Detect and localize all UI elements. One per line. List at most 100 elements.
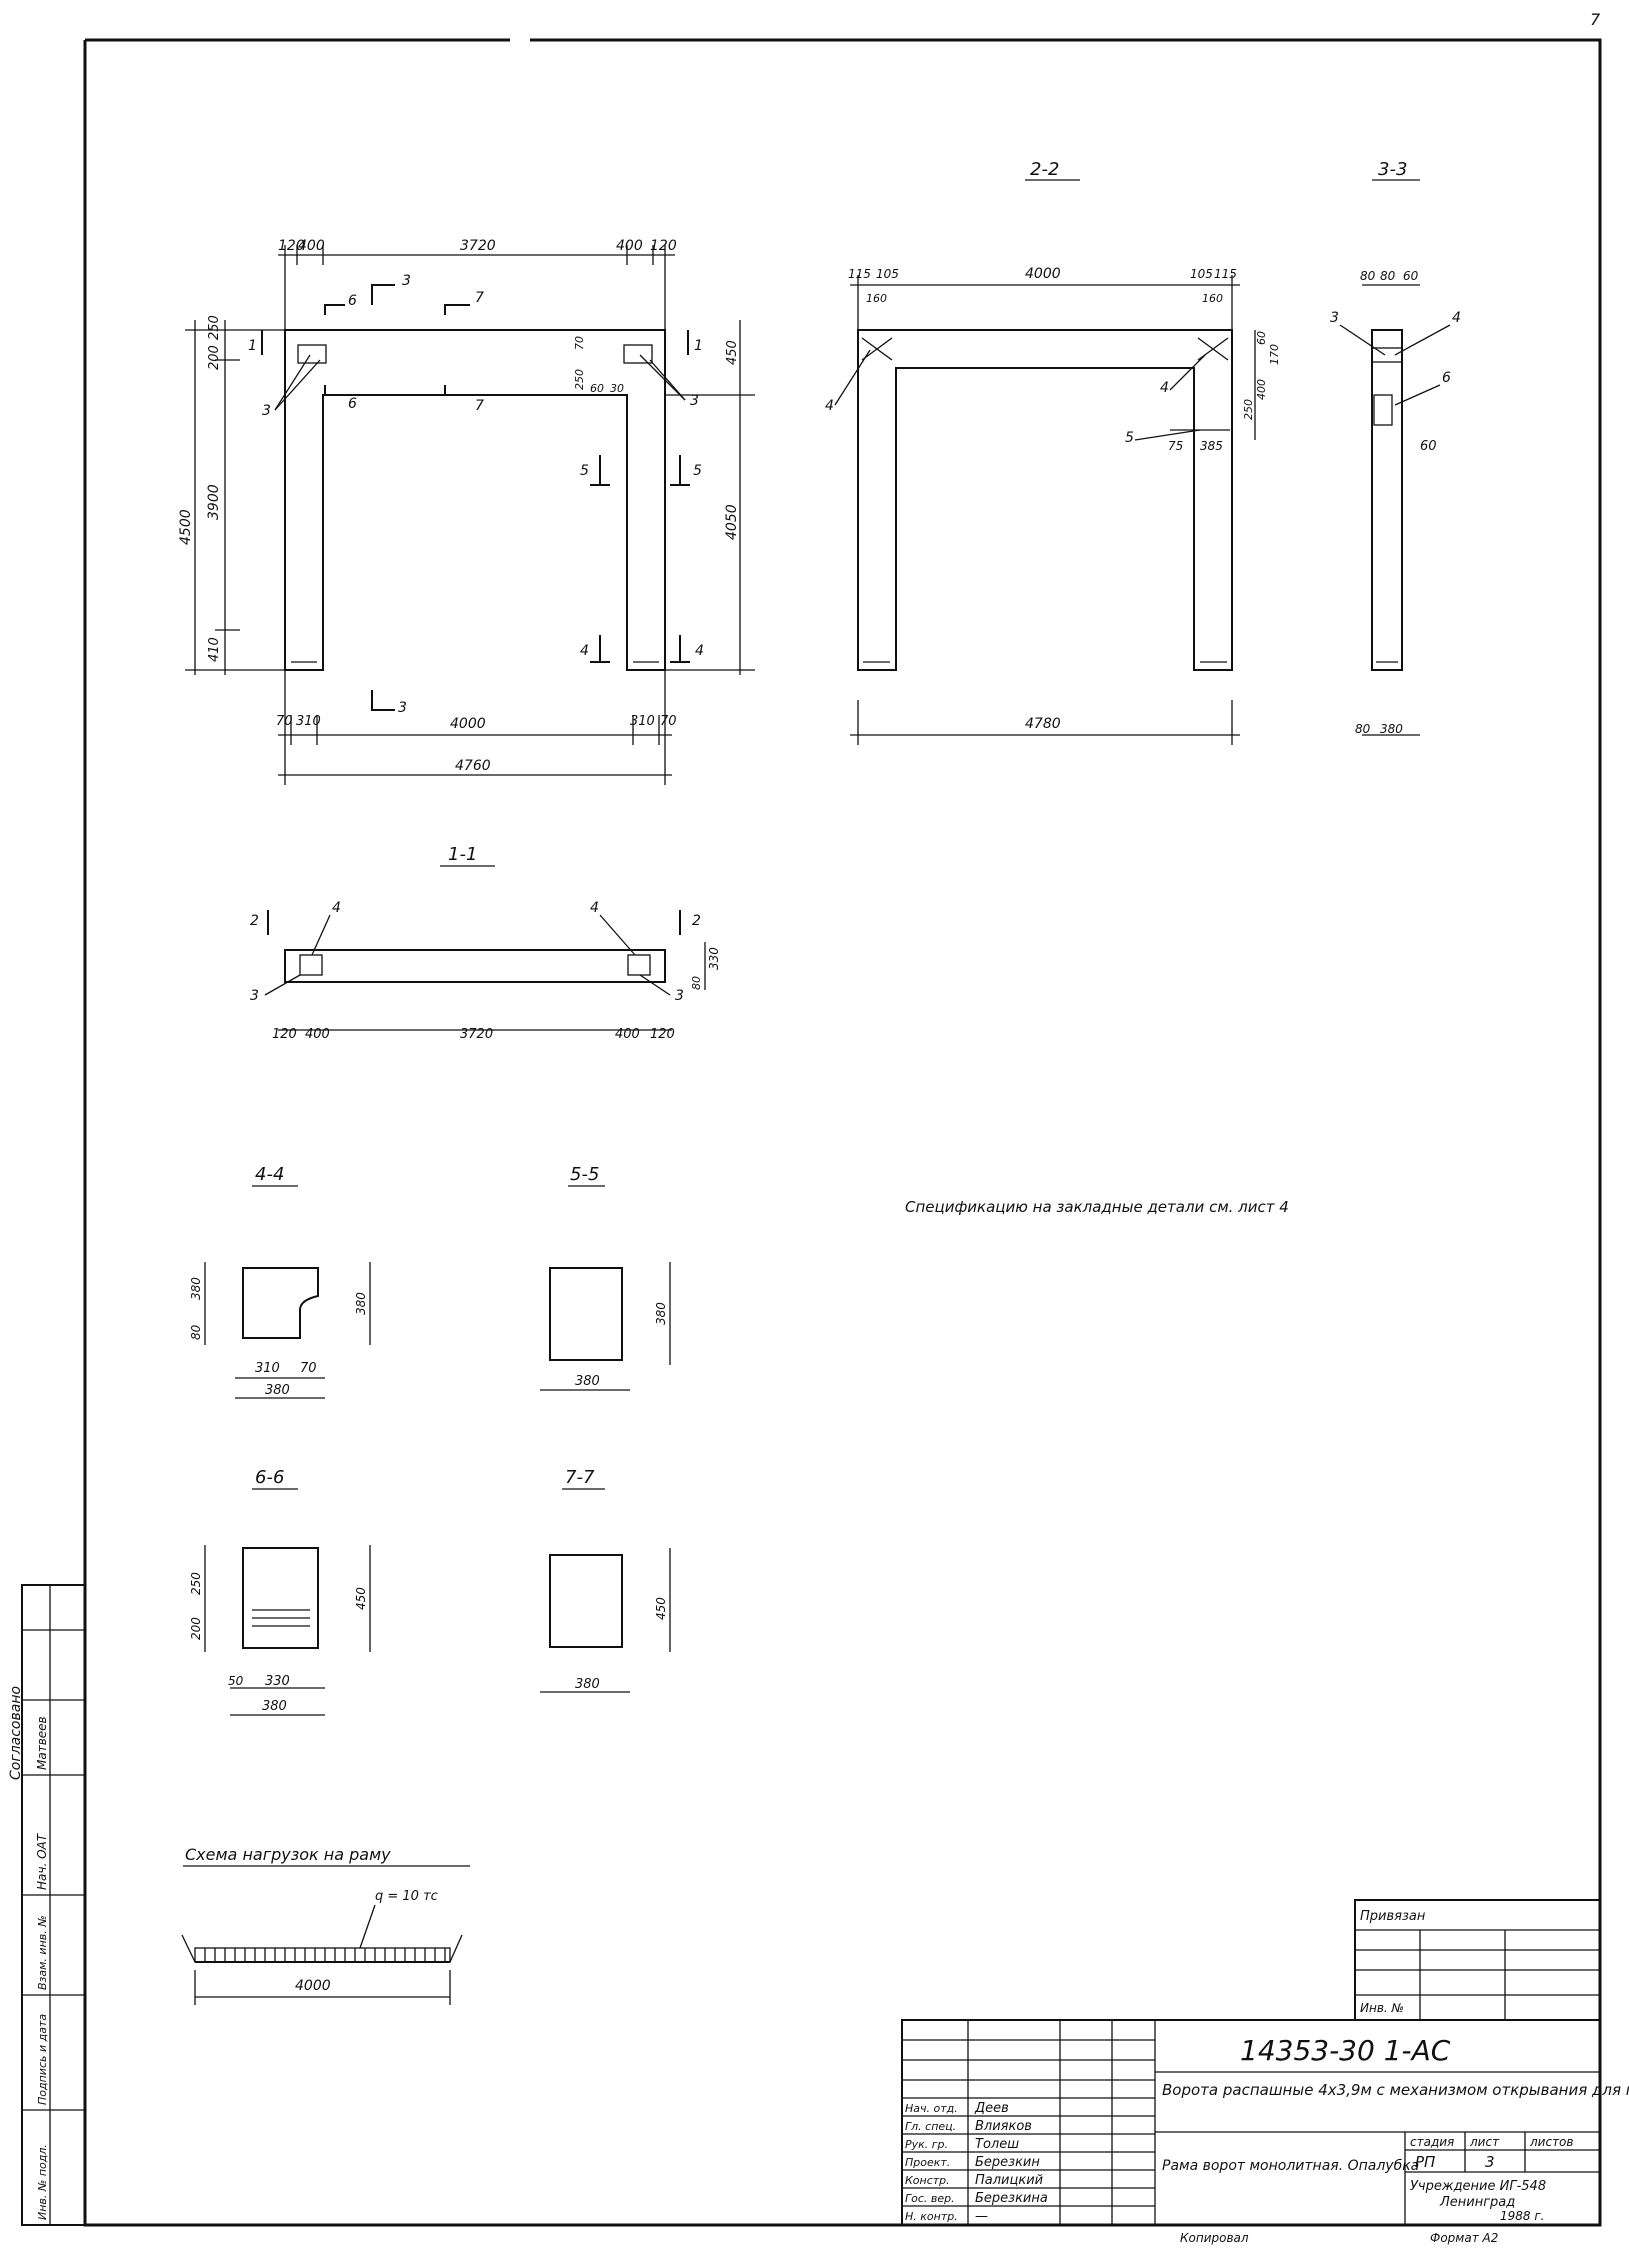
svg-text:6: 6 — [348, 396, 357, 412]
svg-text:2: 2 — [250, 913, 259, 929]
small-dim-250: 250 — [573, 369, 586, 390]
load-scheme-title: Схема нагрузок на раму — [185, 1845, 391, 1864]
s44-total-380: 380 — [265, 1383, 290, 1398]
s22-callout-4-left: 4 — [825, 349, 871, 414]
title-block: 14353-30 1-АС Ворота распашные 4х3,9м с … — [901, 2019, 1629, 2226]
stamp-agreed: Согласовано — [8, 1686, 24, 1780]
s55-right-380: 380 — [654, 1302, 668, 1325]
role-6: Н. контр. — [905, 2210, 958, 2223]
svg-text:7: 7 — [475, 398, 484, 414]
section-1-1-outline — [284, 949, 666, 983]
privyazan-title: Привязан — [1360, 1909, 1426, 1924]
section-4-4: 4-4 380 80 380 310 70 380 — [189, 1164, 371, 1399]
section-mark-3-top: 3 — [371, 273, 411, 305]
svg-text:4: 4 — [825, 398, 834, 414]
name-0: Деев — [974, 2101, 1009, 2116]
bottom-dim-310-left: 310 — [296, 714, 321, 729]
s22-callout-5: 5 — [1125, 429, 1201, 446]
sheets-label: листов — [1529, 2135, 1573, 2149]
section-6-6-title: 6-6 — [255, 1467, 284, 1488]
small-dim-70: 70 — [573, 336, 586, 350]
stamp-sign-date: Подпись и дата — [36, 2014, 49, 2105]
left-dim-200: 200 — [207, 345, 222, 370]
callout-3-right: 3 — [639, 354, 699, 409]
stamp-name: Матвеев — [35, 1716, 49, 1770]
section-2-2: 2-2 115 105 4000 105 115 160 160 250 400… — [825, 159, 1281, 745]
sheet-format: Формат А2 — [1430, 2231, 1498, 2245]
stamp-chief: Нач. ОАТ — [35, 1832, 49, 1890]
section-3-3: 3-3 80 80 60 3 4 6 60 80 380 — [1330, 159, 1461, 736]
name-2: Толеш — [975, 2137, 1019, 2152]
left-dim-3900: 3900 — [206, 484, 222, 520]
spec-note: Спецификацию на закладные детали см. лис… — [905, 1198, 1289, 1216]
s11-bottom-400-left: 400 — [305, 1027, 330, 1042]
svg-text:3: 3 — [1330, 310, 1339, 326]
role-5: Гос. вер. — [905, 2192, 955, 2205]
copied-by: Копировал — [1180, 2231, 1249, 2245]
s33-callout-4: 4 — [1394, 310, 1461, 356]
s66-right-450: 450 — [354, 1587, 368, 1610]
sheet-name: Рама ворот монолитная. Опалубка — [1162, 2158, 1419, 2174]
svg-text:3: 3 — [690, 393, 699, 409]
s22-top-115-right: 115 — [1214, 267, 1237, 281]
s11-callout-3-right: 3 — [639, 974, 684, 1004]
s22-top-4000: 4000 — [1025, 266, 1061, 282]
section-mark-6-bottom: 6 — [324, 385, 357, 412]
svg-text:7: 7 — [475, 290, 484, 306]
svg-text:4: 4 — [590, 900, 599, 916]
svg-text:1: 1 — [694, 338, 703, 354]
svg-text:3: 3 — [250, 988, 259, 1004]
left-dim-410: 410 — [207, 637, 222, 662]
svg-text:3: 3 — [262, 403, 271, 419]
s66-left-200: 200 — [189, 1617, 203, 1640]
section-mark-1-left: 1 — [248, 330, 263, 355]
section-4-4-title: 4-4 — [255, 1164, 284, 1185]
overall-dim-4760: 4760 — [455, 758, 491, 774]
s11-callout-4-left: 4 — [311, 900, 341, 956]
section-3-3-title: 3-3 — [1378, 159, 1407, 180]
stage-label: стадия — [1410, 2135, 1454, 2149]
s33-top-80-a: 80 — [1360, 269, 1376, 283]
role-0: Нач. отд. — [905, 2102, 958, 2115]
section-6-6-outline — [242, 1547, 319, 1649]
sheet-label: лист — [1469, 2135, 1500, 2149]
s33-callout-3: 3 — [1330, 310, 1386, 356]
top-dim-120-right: 120 — [650, 238, 677, 254]
title-code: 14353-30 1-АС — [1240, 2034, 1451, 2067]
section-mark-7-bottom: 7 — [444, 385, 484, 414]
s11-callout-4-right: 4 — [590, 900, 636, 956]
svg-text:5: 5 — [693, 463, 702, 479]
left-dim-4500: 4500 — [178, 509, 194, 545]
s22-right-60: 60 — [1255, 331, 1268, 345]
section-6-6: 6-6 250 200 450 50 330 380 — [189, 1467, 371, 1716]
s33-bottom-80: 80 — [1355, 722, 1371, 736]
s66-bottom-50: 50 — [228, 1674, 244, 1688]
s33-top-60: 60 — [1403, 269, 1419, 283]
s22-bottom-4780: 4780 — [1025, 716, 1061, 732]
s22-callout-4-right: 4 — [1160, 354, 1206, 396]
svg-text:6: 6 — [348, 293, 357, 309]
svg-text:6: 6 — [1442, 370, 1451, 386]
embedded-plate-right — [623, 344, 653, 364]
top-dim-120-left: 120 — [278, 238, 305, 254]
section-2-2-title: 2-2 — [1030, 159, 1059, 180]
svg-text:2: 2 — [692, 913, 701, 929]
section-2-2-outline — [857, 329, 1233, 671]
section-mark-5-left: 5 — [580, 455, 610, 486]
s44-left-80: 80 — [189, 1324, 203, 1340]
s22-right-170: 170 — [1268, 344, 1281, 365]
role-1: Гл. спец. — [905, 2120, 956, 2133]
s22-detail-385: 385 — [1200, 439, 1223, 453]
approval-stamp: Согласовано Нач. ОАТ Матвеев Взам. инв. … — [8, 1584, 86, 2226]
s44-right-380: 380 — [354, 1292, 368, 1315]
svg-text:5: 5 — [1125, 430, 1134, 446]
section-mark-3-bottom: 3 — [371, 690, 407, 716]
section-mark-4-right: 4 — [670, 635, 704, 663]
s22-top-160-right: 160 — [1202, 292, 1223, 305]
s77-right-450: 450 — [654, 1597, 668, 1620]
svg-text:4: 4 — [1452, 310, 1461, 326]
privyazan-block: Привязан Инв. № — [1354, 1899, 1601, 2021]
section-5-5-title: 5-5 — [570, 1164, 599, 1185]
s11-right-330: 330 — [707, 947, 721, 970]
